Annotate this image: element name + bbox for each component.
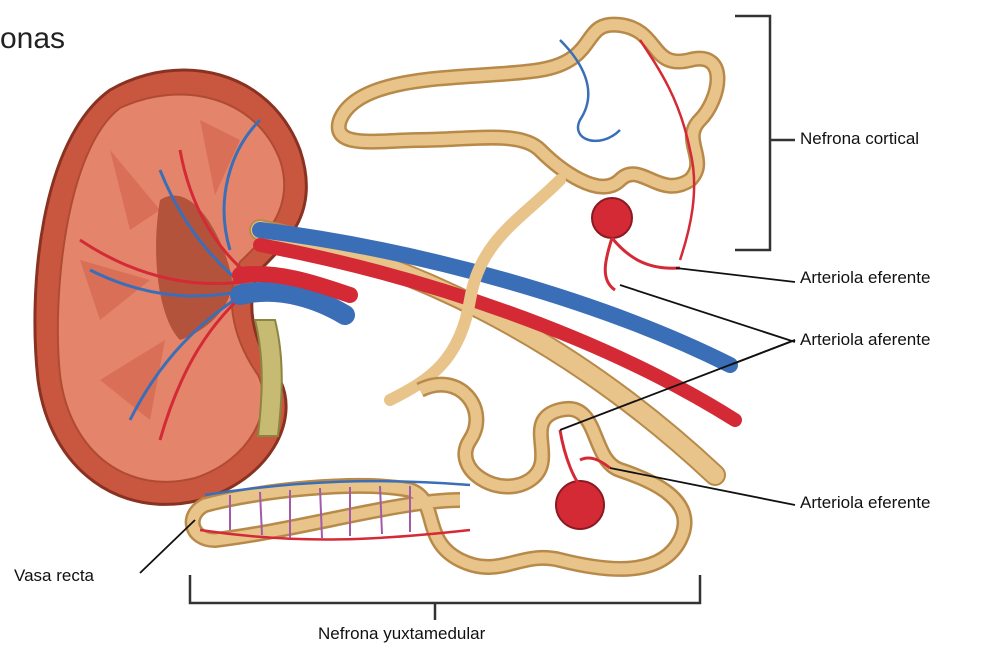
label-afferent-arteriole: Arteriola aferente bbox=[800, 330, 930, 350]
label-vasa-recta: Vasa recta bbox=[14, 566, 94, 586]
label-efferent-arteriole-bottom: Arteriola eferente bbox=[800, 493, 930, 513]
juxtamedullary-bracket bbox=[190, 575, 700, 620]
label-cortical-nephron: Nefrona cortical bbox=[800, 129, 919, 149]
page-title: onas bbox=[0, 22, 65, 56]
glomerulus-juxtamedullary bbox=[556, 481, 604, 529]
glomerulus-cortical bbox=[592, 198, 632, 238]
label-juxtamedullary-nephron: Nefrona yuxtamedular bbox=[318, 624, 485, 644]
cortical-bracket bbox=[735, 16, 795, 250]
collecting-duct bbox=[260, 230, 715, 475]
label-efferent-arteriole-top: Arteriola eferente bbox=[800, 268, 930, 288]
